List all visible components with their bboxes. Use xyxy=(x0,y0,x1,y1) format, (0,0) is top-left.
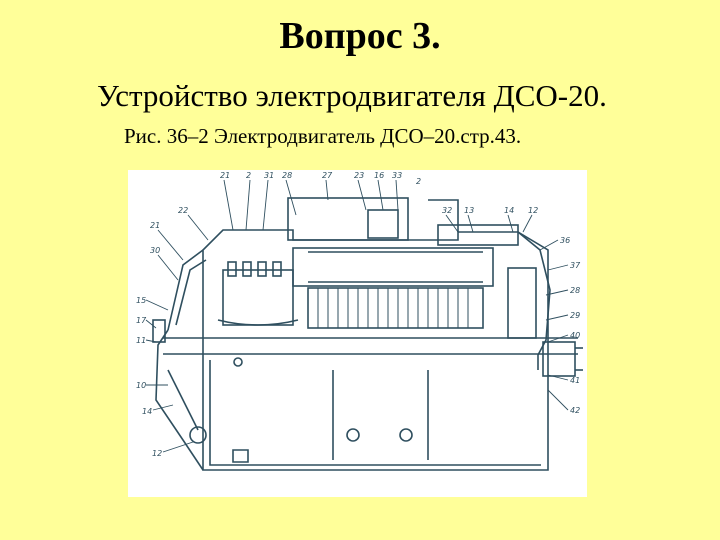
motor-cross-section-icon: 21 2 31 28 27 23 16 33 2 32 13 14 12 22 … xyxy=(136,171,583,471)
svg-text:21: 21 xyxy=(220,171,230,180)
svg-text:15: 15 xyxy=(136,296,146,305)
svg-text:12: 12 xyxy=(528,206,538,215)
svg-text:28: 28 xyxy=(570,286,580,295)
svg-text:40: 40 xyxy=(570,331,580,340)
svg-text:2: 2 xyxy=(246,171,251,180)
svg-text:41: 41 xyxy=(570,376,580,385)
svg-text:14: 14 xyxy=(142,407,152,416)
slide-subtitle: Устройство электродвигателя ДСО-20. xyxy=(97,78,607,113)
svg-text:10: 10 xyxy=(136,381,146,390)
svg-text:37: 37 xyxy=(570,261,581,270)
slide-title: Вопрос 3. xyxy=(279,15,441,57)
svg-text:16: 16 xyxy=(374,171,384,180)
figure-caption: Рис. 36–2 Электродвигатель ДСО–20.стр.43… xyxy=(124,124,522,148)
svg-text:14: 14 xyxy=(504,206,514,215)
svg-text:36: 36 xyxy=(560,236,570,245)
svg-text:29: 29 xyxy=(570,311,580,320)
svg-text:2: 2 xyxy=(416,177,421,186)
svg-text:30: 30 xyxy=(150,246,160,255)
svg-text:28: 28 xyxy=(282,171,292,180)
svg-text:32: 32 xyxy=(442,206,452,215)
motor-drawing: 21 2 31 28 27 23 16 33 2 32 13 14 12 22 … xyxy=(128,170,587,497)
svg-text:33: 33 xyxy=(392,171,402,180)
svg-text:27: 27 xyxy=(322,171,333,180)
svg-text:11: 11 xyxy=(136,336,146,345)
svg-text:12: 12 xyxy=(152,449,162,458)
svg-text:23: 23 xyxy=(354,171,364,180)
svg-text:21: 21 xyxy=(150,221,160,230)
svg-text:13: 13 xyxy=(464,206,474,215)
svg-text:22: 22 xyxy=(178,206,188,215)
svg-text:31: 31 xyxy=(264,171,274,180)
svg-text:42: 42 xyxy=(570,406,580,415)
svg-text:17: 17 xyxy=(136,316,147,325)
